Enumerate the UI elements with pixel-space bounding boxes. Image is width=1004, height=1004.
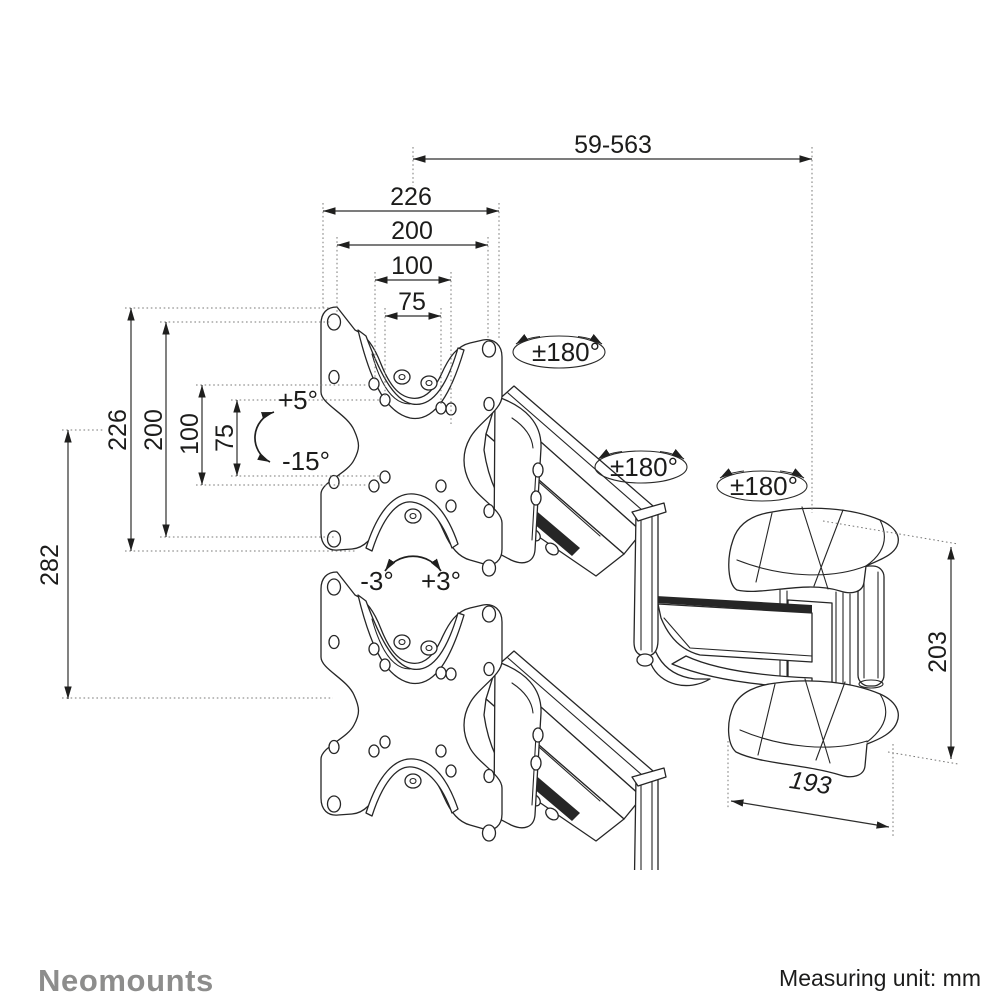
tilt-arc-icon (254, 411, 275, 463)
angle-swivel-mid: ±180° (610, 452, 678, 482)
dimension-lines (64, 155, 955, 829)
angle-tilt-up: +5° (278, 385, 318, 415)
angle-roll-right: +3° (421, 566, 461, 596)
footer: Neomounts Measuring unit: mm (38, 963, 981, 998)
dim-vesa-width-200: 200 (391, 217, 433, 245)
dim-plate-height-outer: 226 (104, 409, 132, 451)
angle-swivel-wall: ±180° (730, 471, 798, 501)
plate-mount-bracket (493, 395, 544, 564)
angle-swivel-plate: ±180° (532, 337, 600, 367)
dim-bracket-depth: 193 (787, 766, 833, 800)
dim-arm-extension: 59-563 (574, 131, 652, 159)
wall-bracket-rails (779, 565, 885, 693)
dim-vesa-width-75: 75 (398, 288, 426, 316)
dim-bracket-height: 203 (924, 631, 952, 673)
dim-height-adjustment: 282 (36, 544, 64, 586)
rotation-indicator-mid (594, 448, 688, 484)
angle-tilt-down: -15° (282, 446, 330, 476)
dim-line-bracket-193 (730, 799, 890, 829)
roll-arc-icon (384, 555, 442, 572)
pivot-column (631, 502, 667, 667)
dim-plate-width-outer: 226 (390, 183, 432, 211)
wall-bracket-bottom-wing (727, 678, 899, 778)
brand-logo: Neomounts (38, 963, 214, 998)
vesa-plate (320, 306, 503, 577)
dim-vesa-width-100: 100 (391, 252, 433, 280)
ghost-assembly-lowered-position (320, 571, 667, 870)
bottom-hook (365, 493, 459, 552)
rotation-indicator-plate (512, 333, 606, 369)
wall-bracket-top-wing (728, 506, 899, 594)
angle-roll-left: -3° (360, 566, 394, 596)
vesa-holes (326, 313, 497, 577)
rotation-indicator-wall (716, 468, 808, 502)
plate-and-arm-assembly (320, 306, 667, 667)
dim-vesa-height-200: 200 (140, 409, 168, 451)
motion-indicators (254, 333, 808, 572)
dimension-labels: 59-563 226 200 100 75 282 226 200 100 75… (36, 131, 952, 800)
angle-labels: +5° -15° -3° +3° ±180° ±180° ±180° (278, 337, 798, 596)
lower-arm (646, 596, 833, 703)
dim-vesa-height-100: 100 (176, 413, 204, 455)
dim-vesa-height-75: 75 (211, 424, 239, 452)
measuring-unit-note: Measuring unit: mm (779, 965, 981, 991)
extension-lines (62, 147, 959, 836)
